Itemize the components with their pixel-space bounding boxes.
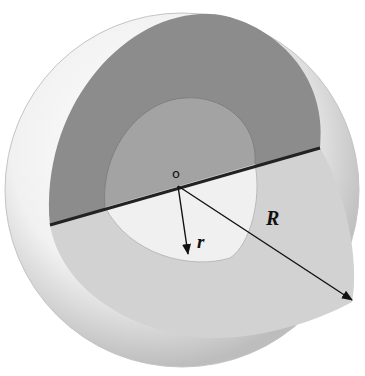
inner-radius-arrow (178, 186, 188, 254)
center-label: o (172, 167, 180, 180)
inner-radius-label: r (197, 232, 204, 251)
cut-line (50, 148, 320, 225)
outer-radius-arrow (178, 186, 352, 300)
inner-cavity-floor (105, 164, 257, 262)
outer-sphere (5, 13, 359, 367)
outer-radius-label: R (266, 208, 279, 228)
horizontal-cut-face (50, 148, 354, 338)
